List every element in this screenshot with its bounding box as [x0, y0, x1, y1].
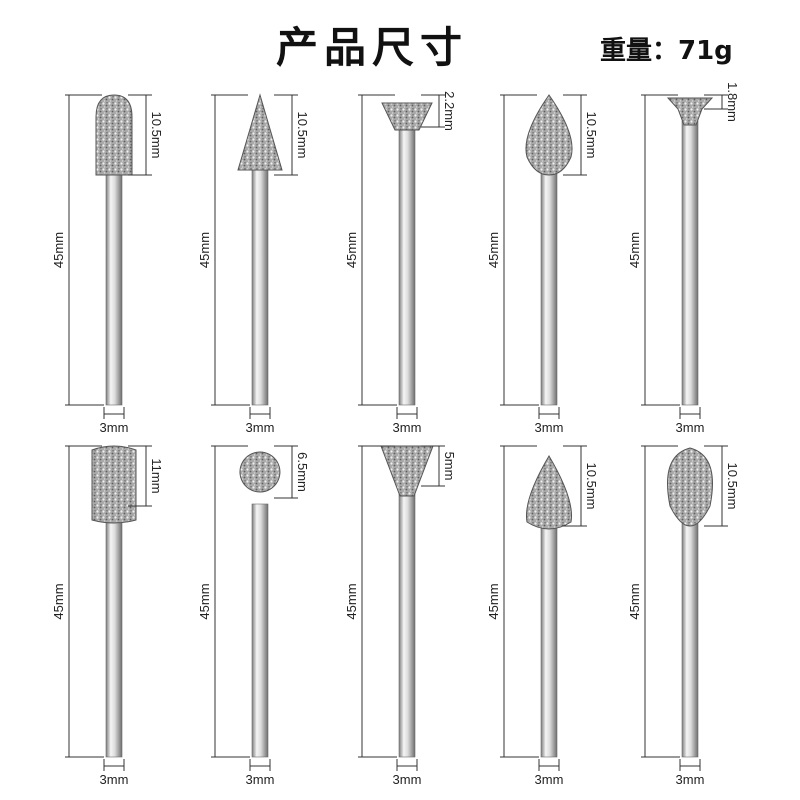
bit-3: 45mm 2.2mm 3mm: [344, 91, 457, 435]
weight-label: 重量：71g: [600, 36, 733, 66]
length-label: 45mm: [344, 232, 359, 268]
diameter-label: 3mm: [393, 772, 422, 787]
head: [91, 445, 137, 524]
length-label: 45mm: [627, 583, 642, 619]
shank: [540, 525, 558, 758]
head: [525, 455, 573, 530]
shank: [105, 517, 123, 758]
length-label: 45mm: [486, 232, 501, 268]
shank: [398, 125, 416, 406]
head: [237, 93, 283, 171]
head: [666, 97, 714, 126]
head: [239, 451, 281, 493]
shank: [105, 170, 123, 406]
head-size-label: 11mm: [149, 458, 164, 493]
diameter-label: 3mm: [393, 420, 422, 435]
head-size-label: 2.2mm: [442, 91, 457, 131]
bit-6: 45mm 11mm 3mm: [51, 445, 164, 787]
length-label: 45mm: [51, 583, 66, 619]
bit-1: 45mm 10.5mm 3mm: [51, 94, 164, 435]
diameter-label: 3mm: [535, 420, 564, 435]
bit-8: 45mm 5mm 3mm: [344, 445, 457, 787]
bit-5: 45mm 1.8mm 3mm: [627, 82, 740, 435]
diameter-label: 3mm: [100, 420, 129, 435]
head-size-label: 6.5mm: [295, 452, 310, 492]
head-size-label: 5mm: [442, 452, 457, 481]
head-size-label: 10.5mm: [584, 463, 599, 510]
head-size-label: 10.5mm: [725, 463, 740, 510]
head: [95, 94, 133, 176]
bit-10: 45mm 10.5mm 3mm: [627, 445, 740, 787]
page-title: 产品尺寸: [276, 23, 469, 72]
length-label: 45mm: [344, 583, 359, 619]
head: [380, 445, 434, 497]
length-label: 45mm: [486, 583, 501, 619]
diameter-label: 3mm: [100, 772, 129, 787]
length-label: 45mm: [197, 232, 212, 268]
bit-4: 45mm 10.5mm 3mm: [486, 94, 599, 435]
shank: [251, 503, 269, 758]
shank: [681, 120, 699, 406]
head-size-label: 10.5mm: [584, 112, 599, 159]
diameter-label: 3mm: [676, 420, 705, 435]
head-size-label: 10.5mm: [295, 112, 310, 159]
diameter-label: 3mm: [535, 772, 564, 787]
length-label: 45mm: [627, 232, 642, 268]
diameter-label: 3mm: [676, 772, 705, 787]
shank: [681, 519, 699, 758]
head: [381, 102, 433, 131]
shank: [251, 166, 269, 406]
diameter-label: 3mm: [246, 772, 275, 787]
bit-7: 45mm 6.5mm 3mm: [197, 445, 310, 787]
head: [525, 94, 573, 176]
bit-9: 45mm 10.5mm 3mm: [486, 445, 599, 787]
length-label: 45mm: [51, 232, 66, 268]
head-size-label: 10.5mm: [149, 112, 164, 159]
shank: [398, 491, 416, 758]
head: [667, 447, 713, 527]
shank: [540, 168, 558, 406]
diameter-label: 3mm: [246, 420, 275, 435]
length-label: 45mm: [197, 583, 212, 619]
head-size-label: 1.8mm: [725, 82, 740, 122]
bit-2: 45mm 10.5mm 3mm: [197, 93, 310, 435]
